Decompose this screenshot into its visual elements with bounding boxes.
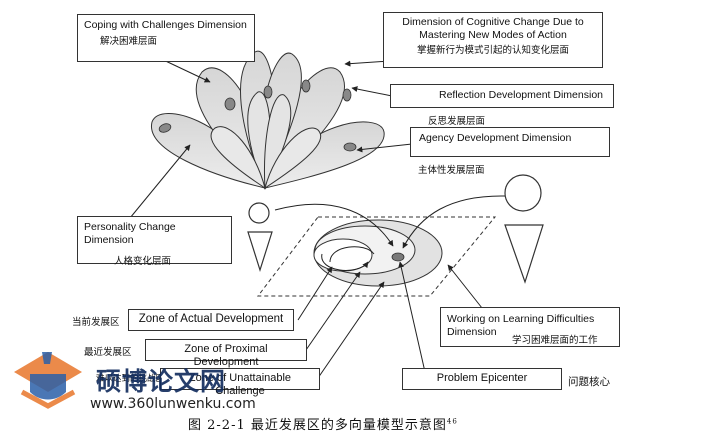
watermark-name: 硕博论文网 (96, 367, 227, 396)
actual-zone-label-en: Zone of Actual Development (138, 313, 284, 325)
challenge-zone-label-zh: 难以达到的挑战区 (96, 374, 165, 384)
agency-label-en: Agency Development Dimension (419, 132, 572, 144)
person-figure-left (247, 202, 273, 272)
problem-epicenter-box: Problem Epicenter (402, 368, 562, 390)
reflection-label-zh: 反思发展层面 (428, 116, 486, 127)
agency-label-zh: 主体性发展层面 (418, 165, 485, 176)
person-figure-right (504, 174, 544, 284)
coping-label-zh: 解决困难层面 (100, 36, 158, 47)
coping-dimension-box: Coping with Challenges Dimension 解决困难层面 (77, 14, 255, 62)
development-plane (256, 216, 497, 297)
epicenter-label-en: Problem Epicenter (436, 372, 528, 384)
caption-text: 图 2-2-1 最近发展区的多向量模型示意图 (188, 418, 447, 433)
caption-reference: 46 (446, 417, 458, 426)
challenge-zone-box: Zone of Unattainable Challenge (160, 368, 320, 397)
personality-label-en: Personality Change Dimension (84, 221, 176, 246)
agency-dimension-box: Agency Development Dimension (410, 127, 610, 157)
epicenter-label-zh: 问题核心 (568, 376, 610, 388)
watermark-url: www.360lunwenku.com (90, 396, 256, 412)
problem-epicenter-dot (391, 252, 405, 262)
reflection-label-en: Reflection Development Dimension (439, 89, 603, 101)
personality-dimension-box: Personality Change Dimension 人格变化层面 (77, 216, 232, 267)
watermark-logo (14, 352, 82, 409)
coping-label-en: Coping with Challenges Dimension (84, 19, 247, 31)
petal-inner-3 (210, 126, 266, 190)
personality-label-zh: 人格变化层面 (114, 256, 172, 267)
actual-zone-label-zh: 当前发展区 (72, 317, 120, 328)
cognitive-label-zh: 掌握新行为模式引起的认知变化层面 (416, 45, 569, 56)
connector-arrows (129, 55, 506, 379)
flower-petals (151, 50, 385, 190)
proximal-zone-box: Zone of Proximal Development (145, 339, 307, 368)
proximal-zone-label-zh: 最近发展区 (84, 347, 132, 358)
actual-zone-box: Zone of Actual Development (128, 309, 294, 331)
cognitive-dimension-box: Dimension of Cognitive Change Due to Mas… (383, 12, 603, 68)
reflection-dimension-box: Reflection Development Dimension (390, 84, 614, 108)
figure-caption: 图 2-2-1 最近发展区的多向量模型示意图46 (188, 414, 458, 433)
petal-tip-dots (158, 79, 357, 152)
proximal-zone-label-en: Zone of Proximal Development (184, 343, 268, 368)
challenge-zone-label-en: Zone of Unattainable Challenge (188, 372, 292, 397)
learning-difficulties-box: Working on Learning Difficulties Dimensi… (440, 307, 620, 347)
learning-label-zh: 学习困难层面的工作 (512, 335, 598, 346)
cognitive-label-en: Dimension of Cognitive Change Due to Mas… (402, 16, 584, 41)
learning-label-en: Working on Learning Difficulties Dimensi… (447, 313, 595, 338)
petal-inner-4 (264, 127, 321, 190)
